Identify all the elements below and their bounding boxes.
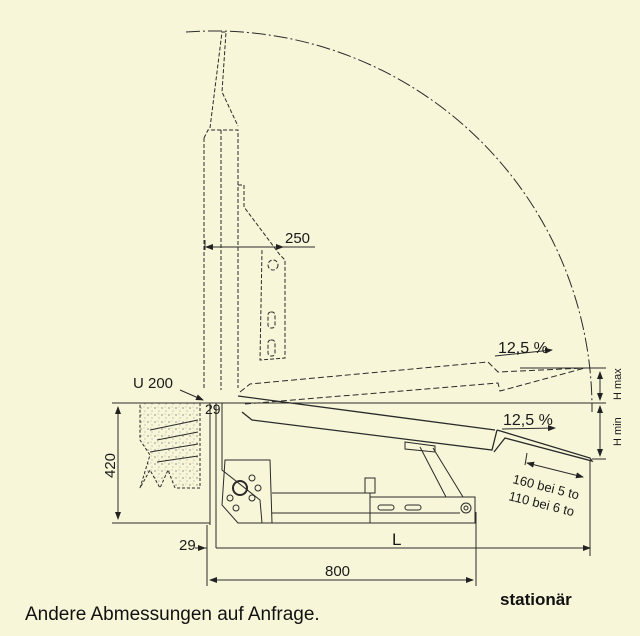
label-h-max: H max (612, 368, 624, 400)
label-u200: U 200 (133, 375, 173, 392)
base-plate (369, 496, 476, 524)
label-slope-lower: 12,5 % (503, 412, 553, 429)
footer-note: Andere Abmessungen auf Anfrage. (25, 604, 320, 625)
deck-raised (239, 361, 586, 405)
swing-arc (185, 30, 593, 413)
label-29-top: 29 (205, 401, 221, 417)
slope-arrow-upper (494, 347, 553, 357)
label-L: L (392, 530, 401, 549)
label-800: 800 (325, 563, 350, 580)
label-420: 420 (102, 453, 119, 478)
label-slope-upper: 12,5 % (498, 340, 548, 357)
label-29-bottom: 29 (179, 537, 196, 554)
label-h-min: H min (612, 417, 624, 446)
variant-label: stationär (500, 590, 572, 609)
label-250: 250 (285, 230, 310, 247)
base-pivot (460, 502, 472, 514)
concrete-wall (139, 402, 201, 490)
lift-strut (404, 441, 464, 498)
lip-dim-line (526, 461, 584, 479)
front-channel (209, 403, 263, 548)
deck-lowered (237, 395, 594, 463)
vertical-lip (203, 31, 286, 390)
hinge-plate (221, 459, 273, 524)
slope-arrow-lower (501, 425, 556, 432)
anchors (149, 419, 199, 463)
